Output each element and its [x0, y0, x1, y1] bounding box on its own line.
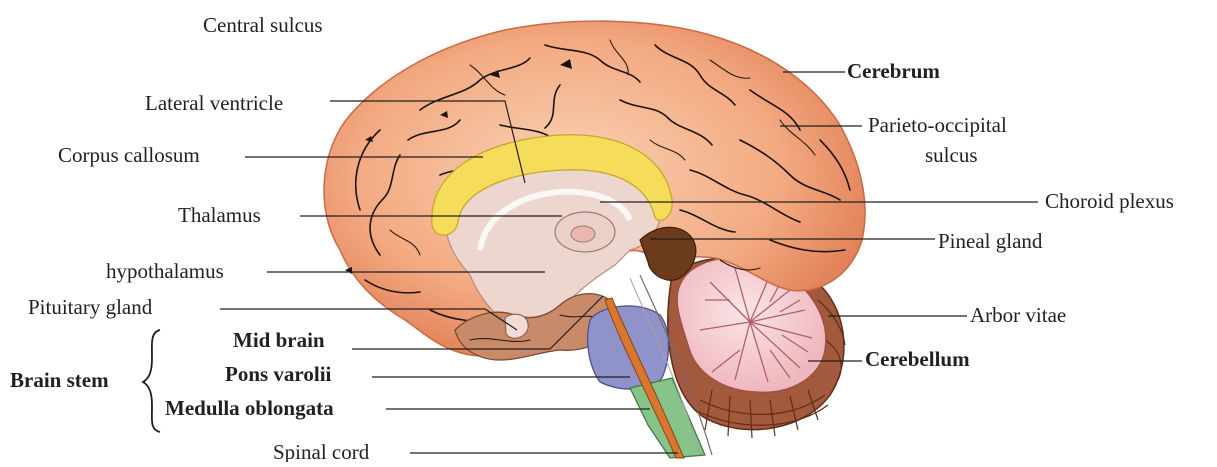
label-parieto-occipital-1: Parieto-occipital [868, 113, 1007, 137]
pineal-gland-shape [640, 227, 696, 280]
label-thalamus: Thalamus [178, 203, 261, 227]
label-central-sulcus: Central sulcus [203, 13, 323, 37]
label-pituitary-gland: Pituitary gland [28, 295, 153, 319]
pituitary-gland-shape [505, 314, 528, 338]
label-cerebellum: Cerebellum [865, 347, 970, 371]
brain-stem-brace [143, 330, 160, 432]
label-spinal-cord: Spinal cord [273, 440, 370, 462]
label-hypothalamus: hypothalamus [106, 259, 224, 283]
label-lateral-ventricle: Lateral ventricle [145, 91, 283, 115]
label-brain-stem: Brain stem [10, 368, 109, 392]
label-cerebrum: Cerebrum [847, 59, 940, 83]
label-corpus-callosum: Corpus callosum [58, 143, 200, 167]
label-mid-brain: Mid brain [233, 328, 325, 352]
label-medulla-oblongata: Medulla oblongata [165, 396, 334, 420]
label-pons-varolii: Pons varolii [225, 362, 332, 386]
label-pineal-gland: Pineal gland [938, 229, 1043, 253]
label-choroid-plexus: Choroid plexus [1045, 189, 1174, 213]
thalamus-shape [555, 212, 615, 252]
label-parieto-occipital-2: sulcus [925, 143, 978, 167]
label-arbor-vitae: Arbor vitae [970, 303, 1066, 327]
